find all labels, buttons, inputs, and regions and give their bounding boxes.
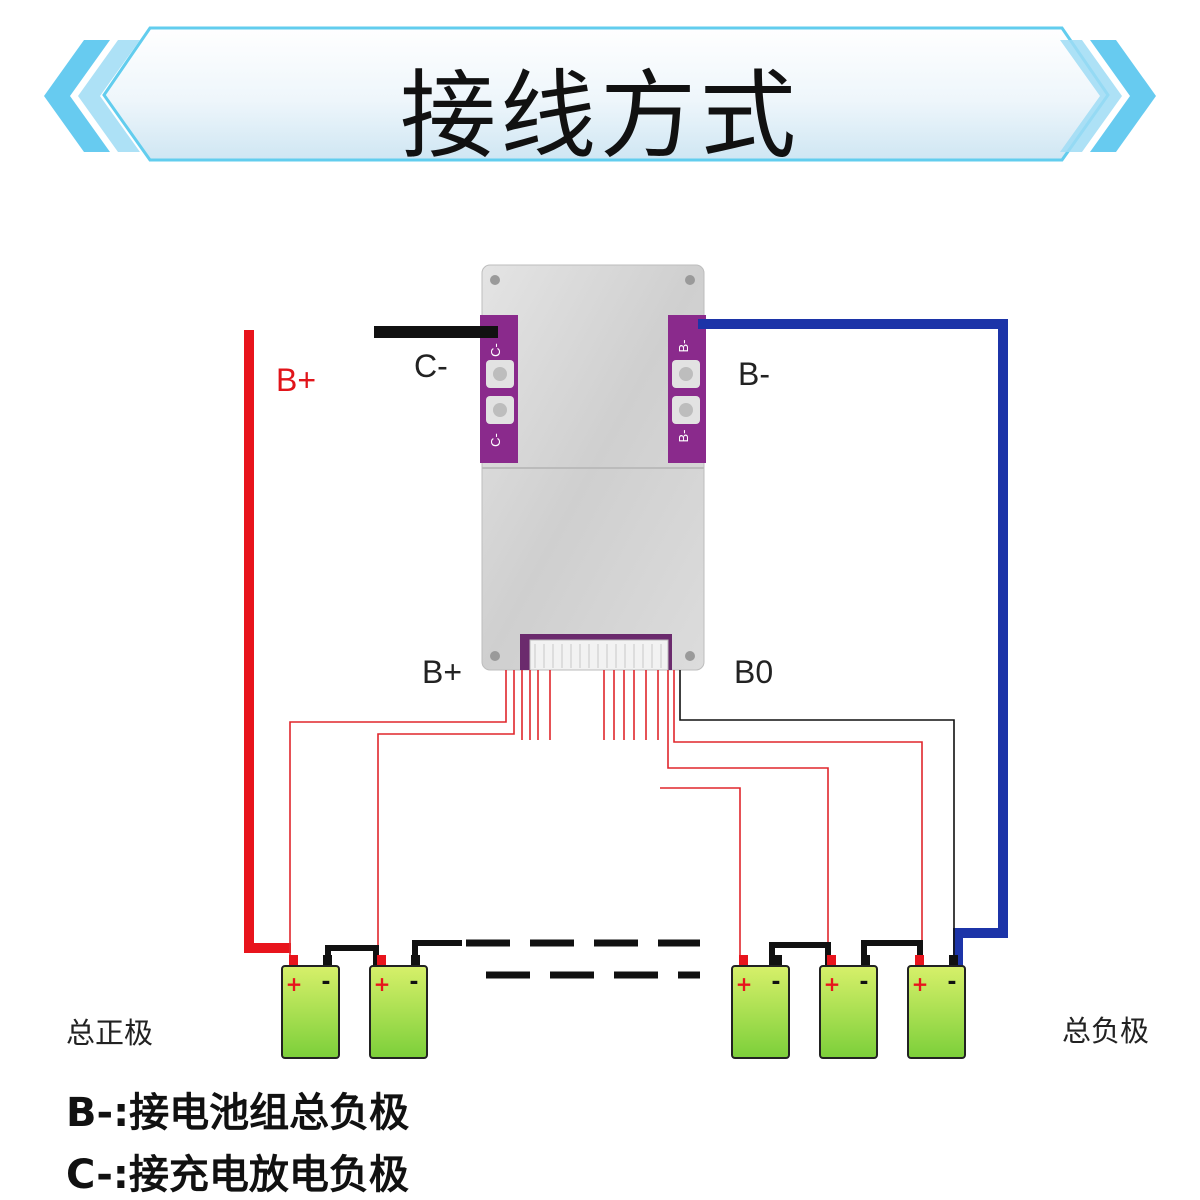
bms-board: C- C- B- B- [480,264,706,671]
banner-frame [44,26,1156,162]
title-banner: 接线方式 [0,0,1200,180]
negative-terminal [411,955,420,967]
battery-body [819,965,878,1059]
battery-body [369,965,428,1059]
main-positive-wire [244,330,291,953]
negative-terminal [773,955,782,967]
sense-wires [289,670,923,968]
mount-hole-icon [685,275,695,285]
battery-cell: +- [731,955,790,1059]
main-negative-wire [698,319,1008,968]
negative-terminal [861,955,870,967]
left-chevron-icon [44,40,140,152]
pad-right-text: B- [676,340,691,353]
minus-icon: - [409,970,418,995]
b-minus-label: B- [738,356,770,392]
total-negative-label: 总负极 [1062,1014,1150,1048]
positive-terminal [739,955,748,967]
mount-hole-icon [490,275,500,285]
battery-cells: +-+-+-+-+- [281,955,966,1059]
pad-left-text: C- [488,343,503,357]
negative-terminal [949,955,958,967]
positive-terminal [289,955,298,967]
balance-connector [520,634,672,671]
note-c-minus: C-:接充电放电负极 [66,1152,409,1198]
battery-cell: +- [281,955,340,1059]
minus-icon: - [771,970,780,995]
page-title: 接线方式 [400,60,800,172]
mount-hole-icon [490,651,500,661]
minus-icon: - [859,970,868,995]
note-b-minus: B-:接电池组总负极 [66,1090,410,1136]
b-minus-pad [668,315,706,463]
total-positive-label: 总正极 [66,1016,154,1050]
negative-terminal [323,955,332,967]
c-minus-pad [480,315,518,463]
positive-terminal [827,955,836,967]
plus-icon: + [374,972,391,996]
battery-cell: +- [819,955,878,1059]
right-chevron-icon [1060,40,1156,152]
positive-terminal [915,955,924,967]
battery-cell: +- [907,955,966,1059]
battery-body [907,965,966,1059]
minus-icon: - [947,970,956,995]
plus-icon: + [736,972,753,996]
series-continuation [466,939,700,979]
minus-icon: - [321,970,330,995]
positive-terminal [377,955,386,967]
c-minus-label: C- [414,348,448,384]
battery-body [281,965,340,1059]
plus-icon: + [286,972,303,996]
b-plus-label: B+ [422,654,463,690]
b-plus-wire-label: B+ [276,362,317,398]
plus-icon: + [912,972,929,996]
mount-hole-icon [685,651,695,661]
pad-left-text: C- [488,433,503,447]
b0-sense-wire [679,670,955,968]
b0-label: B0 [734,654,774,690]
battery-cell: +- [369,955,428,1059]
pad-right-text: B- [676,430,691,443]
battery-body [731,965,790,1059]
plus-icon: + [824,972,841,996]
